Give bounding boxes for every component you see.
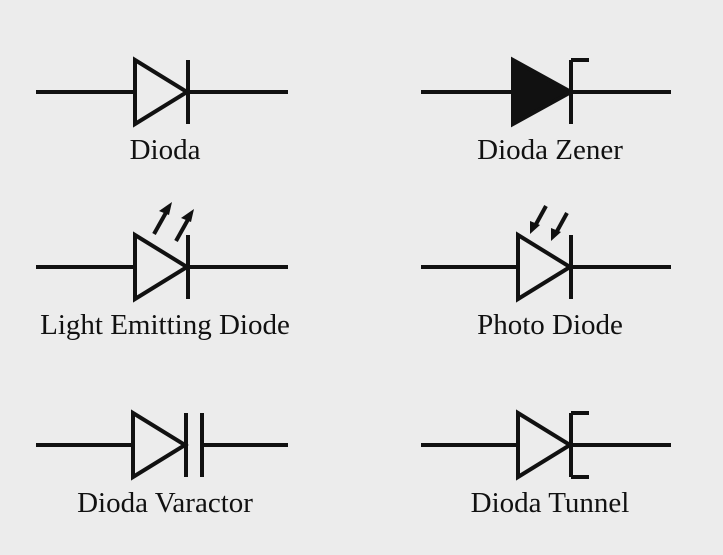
led-cell: Light Emitting Diode [0,175,330,340]
tunnel-diode-label: Dioda Tunnel [470,487,630,519]
zener-diode-label: Dioda Zener [477,134,623,166]
tunnel-diode-symbol-icon [421,409,671,481]
tunnel-diode-cell: Dioda Tunnel [385,353,715,518]
varactor-diode-symbol-icon [36,409,288,481]
diode-symbol-icon [36,56,288,128]
photo-diode-symbol-icon [421,205,671,303]
zener-diode-cell: Dioda Zener [385,0,715,165]
varactor-diode-cell: Dioda Varactor [0,353,330,518]
diode-cell: Dioda [0,0,330,165]
varactor-diode-label: Dioda Varactor [77,487,253,519]
led-symbol-icon [36,202,288,303]
photo-diode-cell: Photo Diode [385,175,715,340]
zener-diode-symbol-icon [421,56,671,128]
photo-diode-label: Photo Diode [477,309,623,341]
led-label: Light Emitting Diode [40,309,290,341]
diode-label: Dioda [129,134,201,166]
